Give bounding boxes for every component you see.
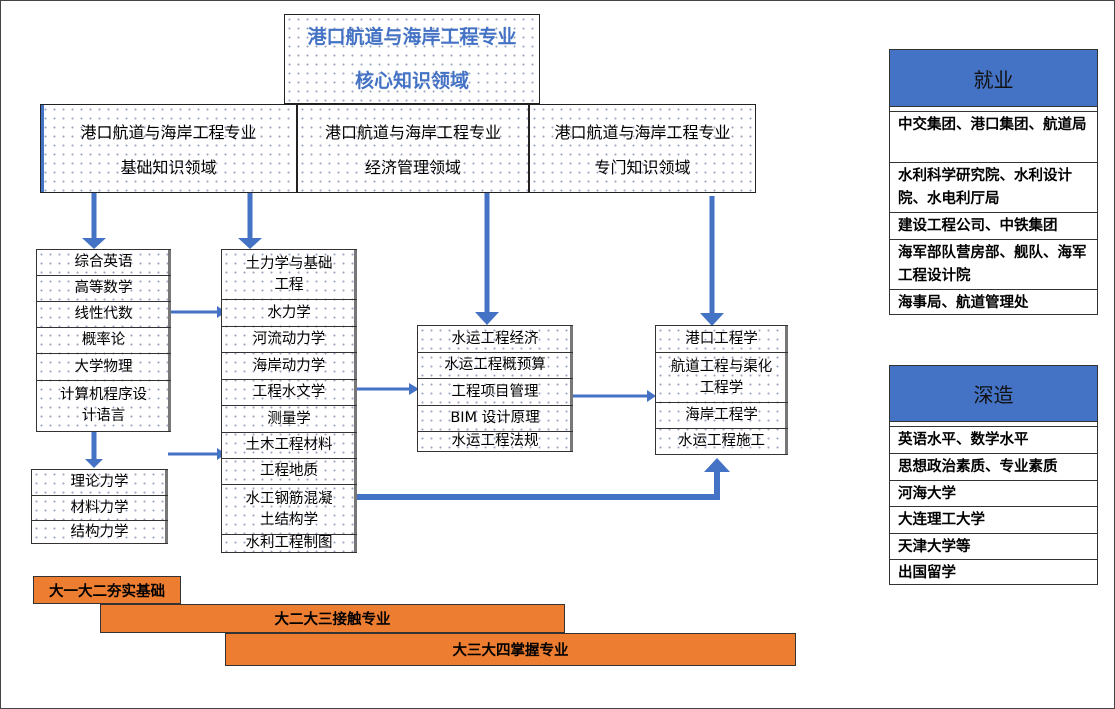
area-line2: 专门知识领域 <box>594 158 691 178</box>
area-line1: 港口航道与海岸工程专业 <box>324 122 501 142</box>
further-study-list: 英语水平、数学水平 思想政治素质、专业素质 河海大学 大连理工大学 天津大学等 … <box>890 427 1097 585</box>
area-accent-bar <box>41 105 44 192</box>
course-item: 大学物理 <box>37 354 171 381</box>
employment-panel: 就业 中交集团、港口集团、航道局 水利科学研究院、水利设计院、水电利厅局 建设工… <box>889 49 1098 315</box>
area-economics-management: 港口航道与海岸工程专业 经济管理领域 <box>297 104 529 193</box>
employment-item: 水利科学研究院、水利设计院、水电利厅局 <box>890 162 1097 212</box>
panel-spacer <box>890 422 1097 427</box>
core-title-line1: 港口航道与海岸工程专业 <box>307 26 517 48</box>
employment-item: 中交集团、港口集团、航道局 <box>898 117 1087 133</box>
course-item: 工程项目管理 <box>418 379 573 406</box>
area-line2: 经济管理领域 <box>364 158 461 178</box>
further-study-item: 英语水平、数学水平 <box>898 432 1029 448</box>
course-item: 水工钢筋混凝土结构学 <box>222 485 357 535</box>
course-item: 水运工程法规 <box>418 432 573 451</box>
area-line1: 港口航道与海岸工程专业 <box>554 122 731 142</box>
employment-item: 海事局、航道管理处 <box>890 289 1097 316</box>
course-item: 工程地质 <box>222 459 357 485</box>
further-study-heading: 深造 <box>890 366 1097 422</box>
course-item: 水运工程概预算 <box>418 353 573 379</box>
specialized-courses-column: 港口工程学 航道工程与渠化工程学 海岸工程学 水运工程施工 <box>655 325 788 455</box>
course-item: 水运工程经济 <box>418 326 573 353</box>
course-item: 土力学与基础工程 <box>222 250 357 300</box>
further-study-item: 大连理工大学 <box>890 506 1097 533</box>
engineering-courses-column: 土力学与基础工程 水力学 河流动力学 海岸动力学 工程水文学 测量学 土木工程材… <box>221 249 357 553</box>
further-study-item: 天津大学等 <box>890 533 1097 559</box>
further-study-item: 河海大学 <box>890 480 1097 506</box>
course-item: 海岸动力学 <box>222 353 357 380</box>
phase-bar-year3-4: 大三大四掌握专业 <box>225 633 796 666</box>
employment-heading: 就业 <box>890 50 1097 107</box>
course-item: 水利工程制图 <box>222 535 357 552</box>
economics-courses-column: 水运工程经济 水运工程概预算 工程项目管理 BIM 设计原理 水运工程法规 <box>417 325 573 452</box>
employment-item: 海军部队营房部、舰队、海军工程设计院 <box>890 239 1097 289</box>
course-item: 材料力学 <box>32 496 168 521</box>
course-item: BIM 设计原理 <box>418 406 573 432</box>
mechanics-courses-column: 理论力学 材料力学 结构力学 <box>31 469 168 544</box>
course-item: 结构力学 <box>32 521 168 543</box>
basic-courses-column: 综合英语 高等数学 线性代数 概率论 大学物理 计算机程序设计语言 <box>36 249 171 432</box>
course-item: 高等数学 <box>37 276 171 302</box>
course-item: 航道工程与渠化工程学 <box>656 353 788 403</box>
course-item: 理论力学 <box>32 470 168 496</box>
phase-bar-year1-2: 大一大二夯实基础 <box>33 576 181 604</box>
panel-spacer <box>890 107 1097 112</box>
employment-list: 中交集团、港口集团、航道局 水利科学研究院、水利设计院、水电利厅局 建设工程公司… <box>890 112 1097 316</box>
phase-bar-year2-3: 大二大三接触专业 <box>100 604 565 633</box>
course-item: 水运工程施工 <box>656 429 788 454</box>
course-item: 测量学 <box>222 406 357 433</box>
further-study-panel: 深造 英语水平、数学水平 思想政治素质、专业素质 河海大学 大连理工大学 天津大… <box>889 365 1098 585</box>
course-item: 水力学 <box>222 300 357 327</box>
course-item: 综合英语 <box>37 250 171 276</box>
further-study-item: 思想政治素质、专业素质 <box>890 453 1097 480</box>
area-basic-knowledge: 港口航道与海岸工程专业 基础知识领域 <box>40 104 297 193</box>
course-item: 概率论 <box>37 328 171 354</box>
course-item: 线性代数 <box>37 302 171 328</box>
further-study-item: 出国留学 <box>890 559 1097 585</box>
area-line1: 港口航道与海岸工程专业 <box>80 122 257 142</box>
course-item: 工程水文学 <box>222 380 357 406</box>
area-specialized-knowledge: 港口航道与海岸工程专业 专门知识领域 <box>529 104 756 193</box>
course-item: 港口工程学 <box>656 326 788 353</box>
course-item: 土木工程材料 <box>222 433 357 459</box>
area-line2: 基础知识领域 <box>120 158 217 178</box>
core-title-box: 港口航道与海岸工程专业 核心知识领域 <box>284 14 540 104</box>
course-item: 海岸工程学 <box>656 403 788 429</box>
course-item: 计算机程序设计语言 <box>37 381 171 431</box>
employment-item: 建设工程公司、中铁集团 <box>890 212 1097 239</box>
core-title-line2: 核心知识领域 <box>354 70 469 92</box>
course-item: 河流动力学 <box>222 327 357 353</box>
